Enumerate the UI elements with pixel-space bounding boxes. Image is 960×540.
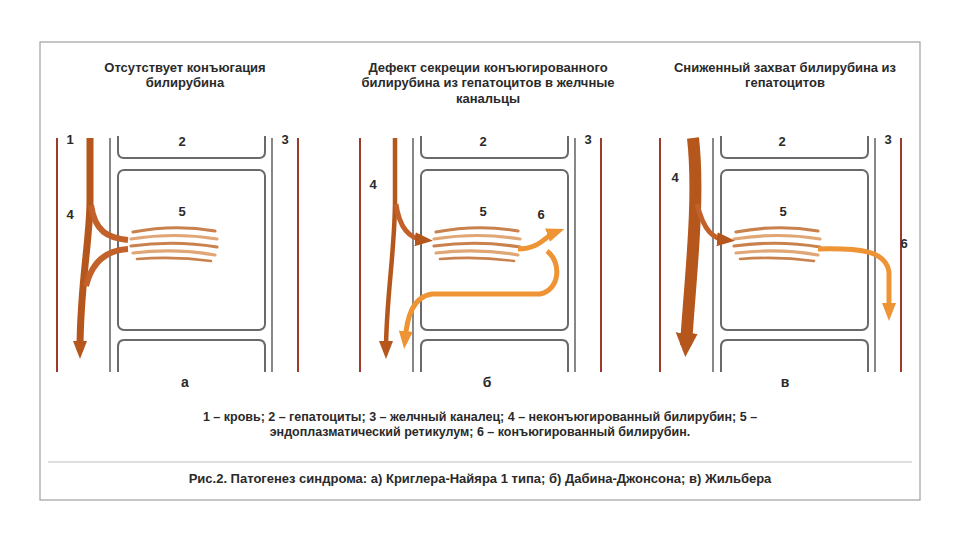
hepatocyte-panel <box>57 136 298 372</box>
panel-letter: а <box>175 374 195 391</box>
bilirubin-flow <box>80 138 128 350</box>
bilirubin-flow <box>686 138 889 345</box>
callout-number: 5 <box>475 204 491 219</box>
outer-frame <box>40 42 920 500</box>
blood-flow-arrow <box>686 138 695 345</box>
hepatocyte-panel <box>360 136 601 372</box>
callout-number: 5 <box>174 204 190 219</box>
figure-caption: Рис.2. Патогенез синдрома: а) Криглера-Н… <box>100 471 860 486</box>
callout-number: 3 <box>880 132 896 147</box>
callout-number: 2 <box>174 134 190 149</box>
return-arrow <box>86 249 128 286</box>
callout-number: 3 <box>277 132 293 147</box>
excretion-arrow <box>818 249 889 312</box>
reflux-arrow <box>405 251 557 340</box>
callout-number: 2 <box>475 134 491 149</box>
uptake-arrow <box>697 204 726 240</box>
callout-number: 2 <box>774 134 790 149</box>
bilirubin-flow <box>386 138 557 350</box>
callout-number: 4 <box>62 207 78 222</box>
blood-flow-arrow <box>386 138 395 350</box>
uptake-arrow <box>91 205 128 240</box>
callout-number: 6 <box>533 207 549 222</box>
panel-letter: б <box>477 374 497 391</box>
conjugated-arrow <box>518 232 556 249</box>
uptake-arrow <box>396 204 424 240</box>
blood-flow-arrow <box>80 138 90 350</box>
legend-text: 1 – кровь; 2 – гепатоциты; 3 – желчный к… <box>160 410 800 440</box>
panel-heading: Дефект секреции конъюгированного билируб… <box>341 60 636 106</box>
callout-number: 4 <box>667 170 683 185</box>
callout-number: 5 <box>775 204 791 219</box>
panel-heading: Отсутствует конъюгация билирубина <box>83 60 288 91</box>
callout-number: 4 <box>365 177 381 192</box>
callout-number: 6 <box>896 236 912 251</box>
panel-letter: в <box>775 374 795 391</box>
caption-rule <box>48 462 912 463</box>
callout-number: 1 <box>62 132 78 147</box>
hepatocyte-panel <box>660 136 901 372</box>
panel-heading: Сниженный захват билирубина из гепатоцит… <box>658 60 913 91</box>
callout-number: 3 <box>580 132 596 147</box>
